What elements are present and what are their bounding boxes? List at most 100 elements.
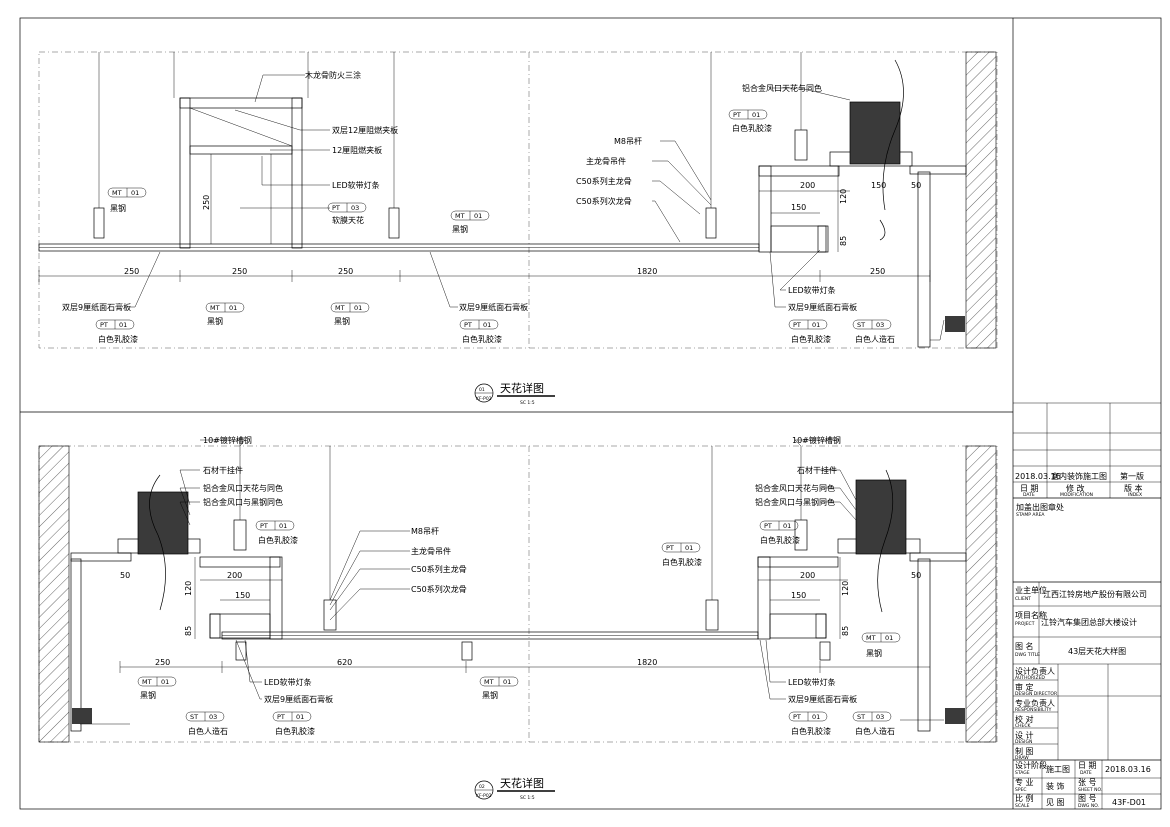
svg-text:01: 01 xyxy=(229,304,237,312)
label-gypsum-left: 双层9厘纸面石膏板 xyxy=(62,302,131,312)
view-tag-ref-1: KF-P02 xyxy=(476,396,492,402)
dim-150: 150 xyxy=(791,203,806,212)
viewport-1 xyxy=(38,51,998,349)
rev-desc: 室内装饰施工图 xyxy=(1051,471,1107,481)
leaders-1 xyxy=(130,74,945,341)
label-main-hanger: 主龙骨吊件 xyxy=(586,156,626,166)
label2-stone-hanger-r: 石材干挂件 xyxy=(797,465,837,475)
svg-text:01: 01 xyxy=(812,713,820,721)
svg-text:PT: PT xyxy=(733,111,741,119)
label2-led-l: LED软带灯条 xyxy=(264,677,312,687)
svg-text:DWG TITLE: DWG TITLE xyxy=(1015,652,1040,658)
label-latex-right: 白色乳胶漆 xyxy=(791,334,831,344)
view-tag-ref-2: KF-P02 xyxy=(476,793,492,799)
box-top xyxy=(179,97,303,109)
label-wood-keel: 木龙骨防火三涂 xyxy=(305,70,361,80)
svg-text:DESIGN DIRECTOR: DESIGN DIRECTOR xyxy=(1015,691,1057,697)
label-single-board: 12厘阻燃夹板 xyxy=(332,145,382,155)
svg-text:01: 01 xyxy=(503,678,511,686)
svg-text:PT: PT xyxy=(793,713,801,721)
view-tag-no-2: 02 xyxy=(479,784,485,790)
dim-line-2 xyxy=(119,557,930,673)
vent-block-1 xyxy=(849,101,901,165)
box-right xyxy=(291,97,303,249)
dim-85: 85 xyxy=(839,236,848,246)
svg-text:PT: PT xyxy=(464,321,472,329)
label2-alu-black-r: 铝合金风口与黑钢同色 xyxy=(755,497,835,507)
label-c50-sec: C50系列次龙骨 xyxy=(576,196,632,206)
dim2-150-r: 150 xyxy=(791,591,806,600)
svg-text:PT: PT xyxy=(277,713,285,721)
svg-text:01: 01 xyxy=(296,713,304,721)
dim2-85-r: 85 xyxy=(841,626,850,636)
label2-latex-mid: 白色乳胶漆 xyxy=(662,557,702,567)
svg-text:DATE: DATE xyxy=(1080,770,1092,776)
label2-c50-sec: C50系列次龙骨 xyxy=(411,584,467,594)
dim2-620: 620 xyxy=(337,658,352,667)
label2-main-hanger: 主龙骨吊件 xyxy=(411,546,451,556)
svg-text:01: 01 xyxy=(161,678,169,686)
label-gypsum-mid: 双层9厘纸面石膏板 xyxy=(459,302,528,312)
svg-text:MT: MT xyxy=(112,189,122,197)
h-mod: 修 改 xyxy=(1066,483,1085,493)
hanger-rods-2 xyxy=(235,446,831,661)
svg-text:MT: MT xyxy=(210,304,220,312)
label2-gypsum-l: 双层9厘纸面石膏板 xyxy=(264,694,333,704)
svg-text:PT: PT xyxy=(764,522,772,530)
vent-block-2l xyxy=(137,491,189,555)
svg-text:AUTHORIZED: AUTHORIZED xyxy=(1015,675,1045,681)
svg-text:CHECK: CHECK xyxy=(1015,723,1032,729)
view-title-1: 天花详图 xyxy=(500,381,544,395)
svg-text:DWG NO.: DWG NO. xyxy=(1078,803,1099,809)
label-white-latex-top: 白色乳胶漆 xyxy=(732,123,772,133)
dwg-no: 43F-D01 xyxy=(1112,798,1146,807)
label-black-steel-d: 黑钢 xyxy=(334,316,350,326)
label-black-steel-c: 黑钢 xyxy=(207,316,223,326)
dim-250-c: 250 xyxy=(338,267,353,276)
label-led-strip: LED软带灯条 xyxy=(332,180,380,190)
svg-text:03: 03 xyxy=(351,204,359,212)
svg-text:MT: MT xyxy=(455,212,465,220)
label-double-board: 双层12厘阻燃夹板 xyxy=(332,125,398,135)
project-label: 项目名称 xyxy=(1015,610,1047,620)
drawing-2: 250 620 1820 200 150 50 120 85 200 150 5… xyxy=(38,435,998,801)
svg-text:01: 01 xyxy=(354,304,362,312)
label2-galv-steel-l: 10#镀锌槽钢 xyxy=(203,435,252,445)
svg-text:CLIENT: CLIENT xyxy=(1015,596,1031,602)
svg-text:MODIFICATION: MODIFICATION xyxy=(1060,492,1093,498)
view-tag-no-1: 01 xyxy=(479,387,485,393)
svg-text:DATE: DATE xyxy=(1023,492,1035,498)
dim-50: 50 xyxy=(911,181,921,190)
view-scale-1: SC 1:5 xyxy=(520,400,535,406)
date-label: 日 期 xyxy=(1078,761,1097,770)
svg-text:PT: PT xyxy=(100,321,108,329)
svg-text:RESPONSIBILITY: RESPONSIBILITY xyxy=(1015,707,1052,713)
rev-date: 2018.03.16 xyxy=(1015,472,1061,481)
dim-200: 200 xyxy=(800,181,815,190)
label2-m8-rod: M8吊杆 xyxy=(411,526,439,536)
label2-stone-hanger-l: 石材干挂件 xyxy=(203,465,243,475)
label-latex-left: 白色乳胶漆 xyxy=(98,334,138,344)
svg-text:MT: MT xyxy=(142,678,152,686)
svg-text:DESIGN: DESIGN xyxy=(1015,739,1032,745)
svg-text:SCALE: SCALE xyxy=(1015,803,1030,809)
dim2-200-l: 200 xyxy=(227,571,242,580)
stage-value: 施工图 xyxy=(1046,764,1070,774)
wall-hatch-left xyxy=(38,445,70,743)
svg-text:01: 01 xyxy=(119,321,127,329)
dim2-120-l: 120 xyxy=(184,581,193,596)
svg-text:PROJECT: PROJECT xyxy=(1015,621,1035,627)
svg-text:ST: ST xyxy=(857,713,865,721)
drawing-label: 图 名 xyxy=(1015,641,1034,651)
svg-text:ST: ST xyxy=(190,713,198,721)
spec-value: 装 饰 xyxy=(1046,781,1065,791)
sheet-border xyxy=(19,17,1162,810)
label-c50-main: C50系列主龙骨 xyxy=(576,176,632,186)
wall-hatch-right-2 xyxy=(965,445,997,743)
label-alu-vent: 铝合金风口天花与同色 xyxy=(742,83,822,93)
view-scale-2: SC 1:5 xyxy=(520,795,535,801)
label2-alu-vent-r: 铝合金风口天花与同色 xyxy=(755,483,835,493)
role-responsibility: 专业负责人 xyxy=(1015,698,1055,708)
